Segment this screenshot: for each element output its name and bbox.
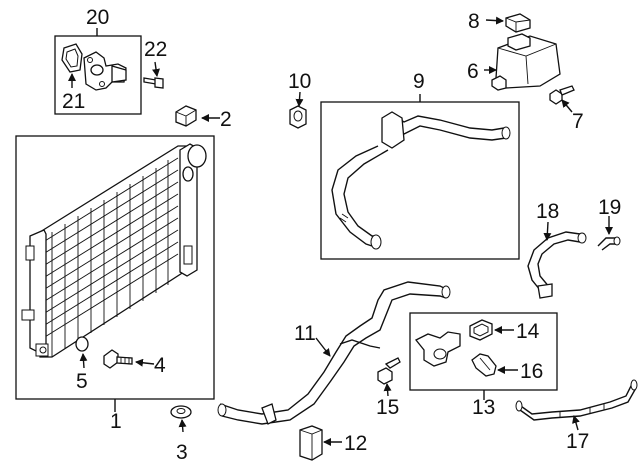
bolt-7: [549, 85, 575, 105]
callout-19: 19: [598, 196, 621, 219]
bolt-4: [103, 349, 133, 369]
callout-5: 5: [76, 370, 88, 393]
thermostat-housing: [83, 51, 127, 91]
hose-9: [331, 111, 511, 250]
hose-17: [515, 379, 638, 421]
callout-7: 7: [572, 110, 584, 133]
callout-20: 20: [86, 6, 109, 29]
callout-18: 18: [536, 200, 559, 223]
seal-14: [469, 319, 493, 341]
callout-10: 10: [288, 70, 311, 93]
callout-3: 3: [176, 441, 188, 464]
radiator: [21, 143, 207, 358]
callout-16: 16: [520, 360, 543, 383]
callout-8: 8: [468, 10, 480, 33]
callout-1: 1: [110, 410, 122, 433]
thermostat-gasket: [61, 43, 83, 73]
callout-9: 9: [413, 70, 425, 93]
callout-11: 11: [294, 322, 316, 345]
clamp-10: [289, 105, 307, 129]
clip-2: [175, 105, 197, 127]
leader-lines: [68, 16, 613, 446]
group-box-20: [54, 35, 142, 115]
grommet-3: [170, 405, 192, 419]
callout-22: 22: [144, 38, 167, 61]
fitting-16: [471, 353, 497, 377]
hose-18: [527, 231, 587, 299]
callout-15: 15: [376, 396, 399, 419]
coolant-reservoir: [491, 33, 561, 91]
o-ring-5: [75, 336, 89, 352]
callout-13: 13: [472, 396, 495, 419]
callout-14: 14: [516, 320, 540, 343]
callout-12: 12: [344, 432, 367, 455]
connector-13: [414, 331, 461, 367]
callout-6: 6: [467, 60, 479, 83]
callout-21: 21: [62, 90, 85, 113]
callout-4: 4: [154, 354, 166, 377]
reservoir-cap: [505, 13, 531, 33]
hose-11: [217, 281, 451, 425]
callout-2: 2: [220, 108, 232, 131]
bracket-12: [299, 425, 323, 461]
callout-17: 17: [566, 430, 589, 453]
bolt-22: [143, 77, 164, 89]
hose-19: [597, 236, 621, 251]
bolt-15: [377, 357, 401, 385]
